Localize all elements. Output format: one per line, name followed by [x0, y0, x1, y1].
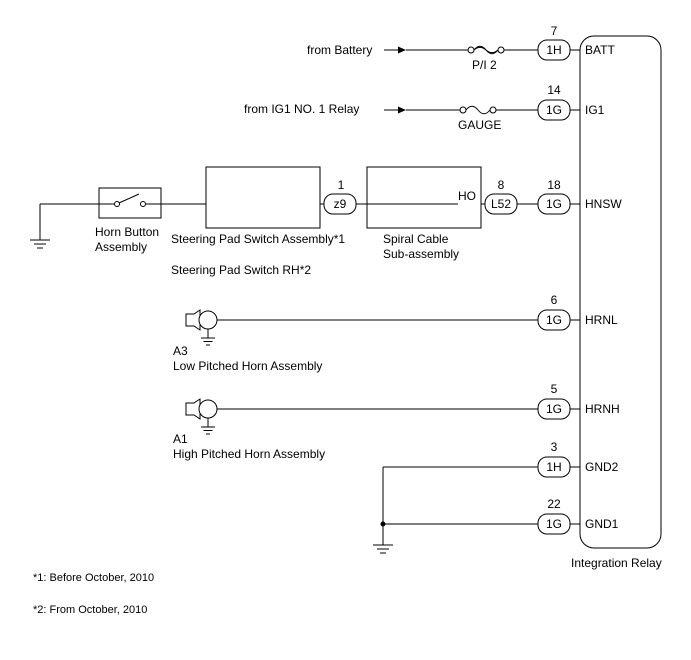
fuse-gauge-terminal-left — [459, 106, 467, 114]
horn-switch-contact-right — [140, 201, 146, 207]
battery-arrow-head — [398, 46, 406, 54]
fuse-pi2-label: P/I 2 — [472, 58, 497, 72]
pin-14-label: 14 — [547, 83, 561, 97]
pin-18-label: 18 — [547, 178, 561, 192]
terminal-ig1-label: IG1 — [585, 103, 605, 117]
high-horn-code: A1 — [173, 432, 188, 446]
fuse-pi2-terminal-right — [497, 46, 505, 54]
connector-l52-code: L52 — [491, 197, 511, 211]
fuse-pi2-terminal-left — [467, 46, 475, 54]
low-horn-code: A3 — [173, 344, 188, 358]
connector-1h-batt-code: 1H — [546, 43, 561, 57]
connector-1g-hrnl-code: 1G — [546, 313, 562, 327]
high-horn-label: High Pitched Horn Assembly — [173, 447, 325, 461]
terminal-batt-label: BATT — [585, 43, 615, 57]
spiral-cable-label-line1: Spiral Cable — [383, 232, 449, 246]
low-horn-icon — [185, 309, 218, 346]
pin-5-label: 5 — [551, 382, 558, 396]
fuse-gauge-label: GAUGE — [458, 118, 501, 132]
connector-1g-gnd1-code: 1G — [546, 517, 562, 531]
connector-1h-gnd2-code: 1H — [546, 460, 561, 474]
terminal-hrnl-label: HRNL — [585, 313, 618, 327]
fuse-pi2-symbol-inner — [473, 46, 499, 54]
pin-22-label: 22 — [547, 497, 561, 511]
connector-1g-ig1-code: 1G — [546, 103, 562, 117]
terminal-gnd2-label: GND2 — [585, 460, 619, 474]
spiral-cable-label-line2: Sub-assembly — [383, 247, 459, 261]
horn-switch-contact-left — [114, 201, 120, 207]
integration-relay-box — [579, 35, 662, 549]
connector-1g-hrnh-code: 1G — [546, 402, 562, 416]
footnote-1: *1: Before October, 2010 — [33, 572, 154, 584]
from-battery-label: from Battery — [307, 43, 372, 57]
footnote-2: *2: From October, 2010 — [33, 604, 147, 616]
connector-1g-hnsw-code: 1G — [546, 197, 562, 211]
pin-8-label: 8 — [498, 178, 505, 192]
terminal-hnsw-label: HNSW — [585, 197, 622, 211]
pin-7-label: 7 — [551, 24, 558, 38]
horn-button-label-line1: Horn Button — [95, 225, 159, 239]
steering-pad-switch-label: Steering Pad Switch Assembly*1 — [171, 232, 345, 246]
ground-junction-dot — [380, 521, 386, 527]
integration-relay-label: Integration Relay — [571, 556, 662, 570]
pin-3-label: 3 — [551, 440, 558, 454]
pin-6-label: 6 — [551, 293, 558, 307]
from-ig1-relay-label: from IG1 NO. 1 Relay — [244, 102, 359, 116]
horn-switch-blade — [118, 193, 140, 204]
low-horn-label: Low Pitched Horn Assembly — [173, 359, 322, 373]
high-horn-icon — [185, 398, 218, 435]
connector-z9-code: z9 — [334, 197, 347, 211]
fuse-gauge-symbol — [465, 105, 491, 115]
steering-pad-switch-box — [205, 166, 321, 229]
horn-button-label-line2: Assembly — [95, 240, 147, 254]
terminal-hrnh-label: HRNH — [585, 402, 620, 416]
terminal-gnd1-label: GND1 — [585, 517, 619, 531]
fuse-gauge-terminal-right — [489, 106, 497, 114]
spiral-cable-ho-label: HO — [458, 189, 476, 203]
horn-button-box — [98, 187, 162, 219]
ig1-arrow-head — [398, 106, 406, 114]
steering-pad-switch-rh-label: Steering Pad Switch RH*2 — [171, 263, 311, 277]
spiral-cable-box — [366, 166, 482, 229]
pin-1-label: 1 — [338, 178, 345, 192]
